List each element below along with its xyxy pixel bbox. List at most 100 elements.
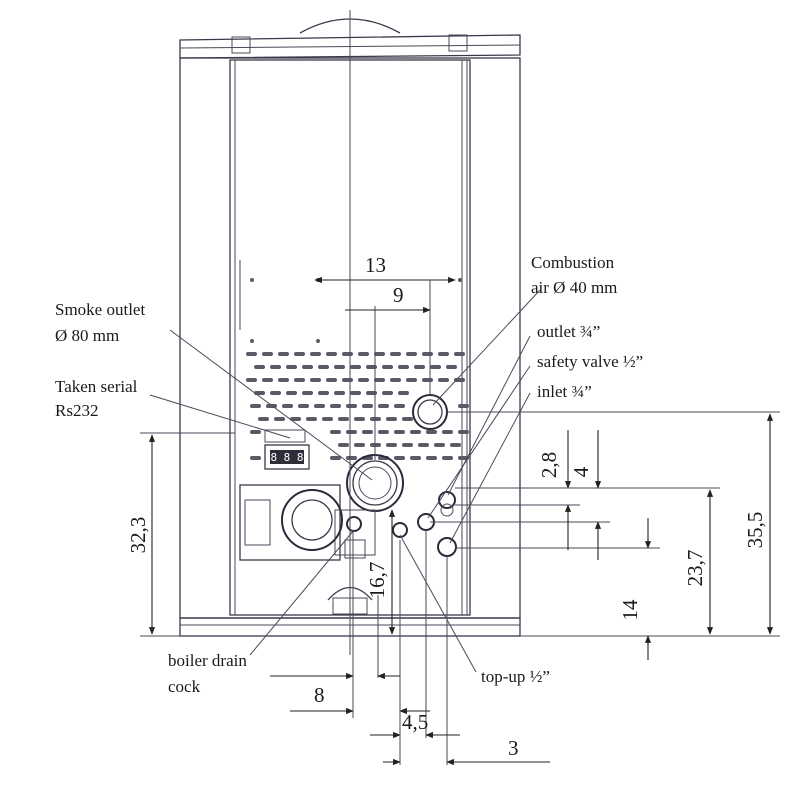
grille-slot xyxy=(374,352,385,356)
grille-slot xyxy=(450,443,461,447)
grille-slot xyxy=(442,456,453,460)
inlet-label: inlet ¾” xyxy=(537,382,592,401)
dim-16-7: 16,7 xyxy=(365,562,389,599)
grille-slot xyxy=(402,417,413,421)
grille-slot xyxy=(294,352,305,356)
grille-slot xyxy=(366,391,377,395)
dim-9: 9 xyxy=(393,283,404,307)
smoke-outlet-label-2: Ø 80 mm xyxy=(55,326,119,345)
grille-slot xyxy=(262,352,273,356)
grille-slot xyxy=(378,404,389,408)
grille-slot xyxy=(434,443,445,447)
grille-slot xyxy=(362,404,373,408)
serial-label-2: Rs232 xyxy=(55,401,98,420)
grille-slot xyxy=(310,378,321,382)
grille-slot xyxy=(346,456,357,460)
dimension-values: 13 9 32,3 2,8 4 35,5 23,7 16,7 14 8 4,5 … xyxy=(126,253,767,760)
dim-23-7: 23,7 xyxy=(683,550,707,587)
grille-slot xyxy=(354,417,365,421)
grille-slot xyxy=(278,352,289,356)
grille-slot xyxy=(286,365,297,369)
grille-slot xyxy=(342,352,353,356)
grille-slot xyxy=(394,456,405,460)
grille-slot xyxy=(446,365,457,369)
serial-label-1: Taken serial xyxy=(55,377,138,396)
grille-slot xyxy=(358,378,369,382)
grille-slot xyxy=(438,378,449,382)
grille-slot xyxy=(318,391,329,395)
grille-slot xyxy=(246,378,257,382)
grille-slot xyxy=(382,391,393,395)
grille-slot xyxy=(270,365,281,369)
grille-slot xyxy=(398,391,409,395)
components: 8 8 8 xyxy=(239,394,457,615)
grille-slot xyxy=(330,430,341,434)
grille-slot xyxy=(422,352,433,356)
grille-slot xyxy=(402,443,413,447)
grille-slot xyxy=(422,378,433,382)
grille-slot xyxy=(278,378,289,382)
outlet-label: outlet ¾” xyxy=(537,322,600,341)
grille-slot xyxy=(262,378,273,382)
svg-text:8 8 8: 8 8 8 xyxy=(270,451,303,464)
dim-13: 13 xyxy=(365,253,386,277)
grille-slot xyxy=(458,404,469,408)
grille-slot xyxy=(346,404,357,408)
grille-slot xyxy=(430,365,441,369)
inlet-fitting xyxy=(437,537,457,557)
dim-32-3: 32,3 xyxy=(126,517,150,554)
boiler-drain-label-1: boiler drain xyxy=(168,651,247,670)
grille-slot xyxy=(274,417,285,421)
grille-slot xyxy=(338,417,349,421)
grille-slot xyxy=(366,365,377,369)
boiler-drain-label-2: cock xyxy=(168,677,201,696)
grille-slot xyxy=(250,404,261,408)
grille-slot xyxy=(310,352,321,356)
grille-slot xyxy=(418,443,429,447)
grille-slot xyxy=(334,365,345,369)
smoke-outlet-port xyxy=(346,454,404,512)
grille-slot xyxy=(282,404,293,408)
grille-slot xyxy=(302,391,313,395)
pump xyxy=(281,489,343,551)
grille-slot xyxy=(394,430,405,434)
grille-slot xyxy=(330,404,341,408)
callout-labels: Combustion air Ø 40 mm Smoke outlet Ø 80… xyxy=(55,253,643,696)
grille-slot xyxy=(258,417,269,421)
grille-slot xyxy=(298,404,309,408)
grille-slot xyxy=(250,430,261,434)
grille-slot xyxy=(398,365,409,369)
ventilation-grille xyxy=(246,352,469,460)
combustion-air-label-1: Combustion xyxy=(531,253,615,272)
dimension-lines xyxy=(140,276,780,766)
grille-slot xyxy=(454,352,465,356)
grille-slot xyxy=(438,352,449,356)
grille-slot xyxy=(362,430,373,434)
grille-slot xyxy=(294,378,305,382)
dim-4-5: 4,5 xyxy=(402,710,428,734)
grille-slot xyxy=(346,430,357,434)
grille-slot xyxy=(406,352,417,356)
grille-slot xyxy=(386,443,397,447)
safety-valve-label: safety valve ½” xyxy=(537,352,643,371)
grille-slot xyxy=(318,365,329,369)
grille-slot xyxy=(382,365,393,369)
grille-slot xyxy=(326,352,337,356)
leader-lines xyxy=(149,289,541,673)
grille-slot xyxy=(254,365,265,369)
grille-slot xyxy=(322,417,333,421)
dim-3: 3 xyxy=(508,736,519,760)
grille-slot xyxy=(330,456,341,460)
dim-35-5: 35,5 xyxy=(743,512,767,549)
grille-slot xyxy=(266,404,277,408)
top-up-fitting xyxy=(392,522,408,538)
dim-4: 4 xyxy=(569,466,593,477)
grille-slot xyxy=(414,365,425,369)
grille-slot xyxy=(426,456,437,460)
grille-slot xyxy=(406,378,417,382)
grille-slot xyxy=(426,430,437,434)
boiler-drain-cock xyxy=(346,516,362,532)
grille-slot xyxy=(342,378,353,382)
grille-slot xyxy=(270,391,281,395)
